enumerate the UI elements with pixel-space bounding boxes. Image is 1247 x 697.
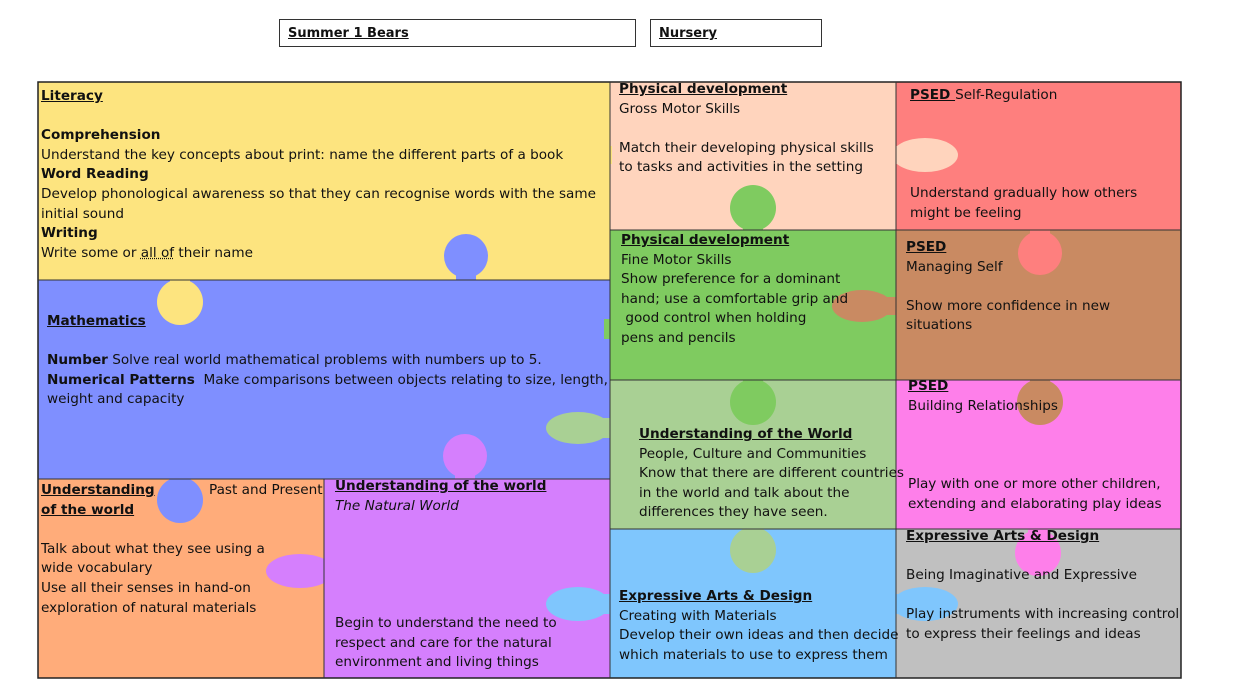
writing-text: Write some or all of their name <box>41 244 596 264</box>
expressive-imaginative-line2: to express their feelings and ideas <box>906 625 1141 642</box>
expressive-materials-subtitle: Creating with Materials <box>619 607 777 624</box>
physical-fine-subtitle: Fine Motor Skills <box>621 251 732 268</box>
understanding-past-text: Understanding of the world Talk about wh… <box>41 481 265 618</box>
understanding-past-line4: exploration of natural materials <box>41 599 257 616</box>
psed-relationships-body: Play with one or more other children, ex… <box>908 475 1162 514</box>
psed-self-text: PSED Managing Self Show more confidence … <box>906 238 1110 336</box>
psed-self-title: PSED <box>906 239 947 255</box>
expressive-imaginative-line1: Play instruments with increasing control <box>906 606 1180 623</box>
expressive-imaginative-title: Expressive Arts & Design <box>906 528 1100 544</box>
mathematics-title: Mathematics <box>47 313 146 329</box>
understanding-natural-line2: respect and care for the natural <box>335 634 552 651</box>
physical-fine-line3: good control when holding <box>621 310 807 327</box>
literacy-piece <box>38 82 610 280</box>
psed-regulation-body: Understand gradually how others might be… <box>910 184 1137 223</box>
understanding-past-title1: Understanding <box>41 482 155 498</box>
mathematics-text: Mathematics Number Solve real world math… <box>47 312 608 410</box>
puzzle-grid-lines <box>38 82 1181 678</box>
word-reading-heading: Word Reading <box>41 166 149 183</box>
understanding-past-subtitle: Past and Present <box>209 482 323 498</box>
understanding-people-line1: Know that there are different countries <box>639 465 905 482</box>
word-reading-line2: initial sound <box>41 205 124 222</box>
psed-self-subtitle: Managing Self <box>906 258 1003 275</box>
patterns-line2: weight and capacity <box>47 391 185 408</box>
literacy-text: Literacy Comprehension Understand the ke… <box>41 87 596 263</box>
literacy-title: Literacy <box>41 88 103 104</box>
writing-pre: Write some or <box>41 244 141 261</box>
physical-fine-title: Physical development <box>621 232 790 248</box>
comprehension-heading: Comprehension <box>41 127 161 144</box>
understanding-natural-text: Understanding of the world The Natural W… <box>335 477 546 516</box>
term-label: Summer 1 Bears <box>279 19 636 47</box>
understanding-natural-subtitle: The Natural World <box>335 497 459 514</box>
number-heading: Number <box>47 352 108 369</box>
understanding-people-title: Understanding of the World <box>639 426 853 442</box>
understanding-people-line2: in the world and talk about the <box>639 484 850 501</box>
understanding-people-subtitle: People, Culture and Communities <box>639 445 867 462</box>
understanding-past-line3: Use all their senses in hand-on <box>41 579 251 596</box>
year-group-label: Nursery <box>650 19 822 47</box>
psed-relationships-text: PSED Building Relationships <box>908 377 1058 416</box>
understanding-past-line1: Talk about what they see using a <box>41 540 265 557</box>
psed-regulation-line1: Understand gradually how others <box>910 185 1138 201</box>
word-reading-line1: Develop phonological awareness so that t… <box>41 185 596 202</box>
writing-post: their name <box>174 244 253 261</box>
number-text: Solve real world mathematical problems w… <box>107 352 542 369</box>
understanding-natural-line1: Begin to understand the need to <box>335 615 557 631</box>
psed-regulation-text: PSED Self-Regulation <box>910 86 1057 106</box>
expressive-materials-title: Expressive Arts & Design <box>619 588 813 604</box>
expressive-imaginative-text: Expressive Arts & Design Being Imaginati… <box>906 527 1179 645</box>
expressive-materials-line1: Develop their own ideas and then decide <box>619 627 899 644</box>
expressive-imaginative-subtitle: Being Imaginative and Expressive <box>906 567 1137 584</box>
psed-regulation-subtitle: Self-Regulation <box>955 87 1058 103</box>
psed-self-line2: situations <box>906 317 973 334</box>
expressive-materials-line2: which materials to use to express them <box>619 646 888 663</box>
comprehension-text: Understand the key concepts about print:… <box>41 146 564 163</box>
physical-gross-title: Physical development <box>619 81 788 97</box>
patterns-heading: Numerical Patterns <box>47 371 195 388</box>
understanding-natural-line3: environment and living things <box>335 654 539 671</box>
understanding-natural-body: Begin to understand the need to respect … <box>335 614 557 673</box>
psed-relationships-line2: extending and elaborating play ideas <box>908 495 1162 512</box>
psed-regulation-line2: might be feeling <box>910 204 1022 221</box>
understanding-people-text: Understanding of the World People, Cultu… <box>639 425 904 523</box>
patterns-line1: Make comparisons between objects relatin… <box>194 371 608 388</box>
physical-fine-text: Physical development Fine Motor Skills S… <box>621 231 848 349</box>
psed-relationships-title: PSED <box>908 378 949 394</box>
writing-dotted: all of <box>140 244 175 261</box>
psed-relationships-line1: Play with one or more other children, <box>908 476 1161 492</box>
understanding-past-title2: of the world <box>41 501 135 518</box>
understanding-natural-title: Understanding of the world <box>335 478 547 494</box>
understanding-natural-piece <box>324 479 610 678</box>
writing-heading: Writing <box>41 225 98 242</box>
mathematics-piece <box>38 280 610 479</box>
psed-self-line1: Show more confidence in new <box>906 297 1111 314</box>
psed-relationships-subtitle: Building Relationships <box>908 397 1058 414</box>
physical-fine-line4: pens and pencils <box>621 329 736 346</box>
physical-gross-subtitle: Gross Motor Skills <box>619 100 741 117</box>
puzzle-tabs <box>157 138 1063 621</box>
physical-gross-line1: Match their developing physical skills <box>619 139 874 156</box>
understanding-past-line2: wide vocabulary <box>41 560 153 577</box>
physical-gross-line2: to tasks and activities in the setting <box>619 159 863 176</box>
physical-fine-line1: Show preference for a dominant <box>621 271 841 288</box>
understanding-people-line3: differences they have seen. <box>639 504 828 521</box>
expressive-materials-text: Expressive Arts & Design Creating with M… <box>619 587 899 665</box>
physical-fine-line2: hand; use a comfortable grip and <box>621 290 849 307</box>
psed-regulation-title: PSED <box>910 87 956 103</box>
physical-gross-text: Physical development Gross Motor Skills … <box>619 80 874 178</box>
